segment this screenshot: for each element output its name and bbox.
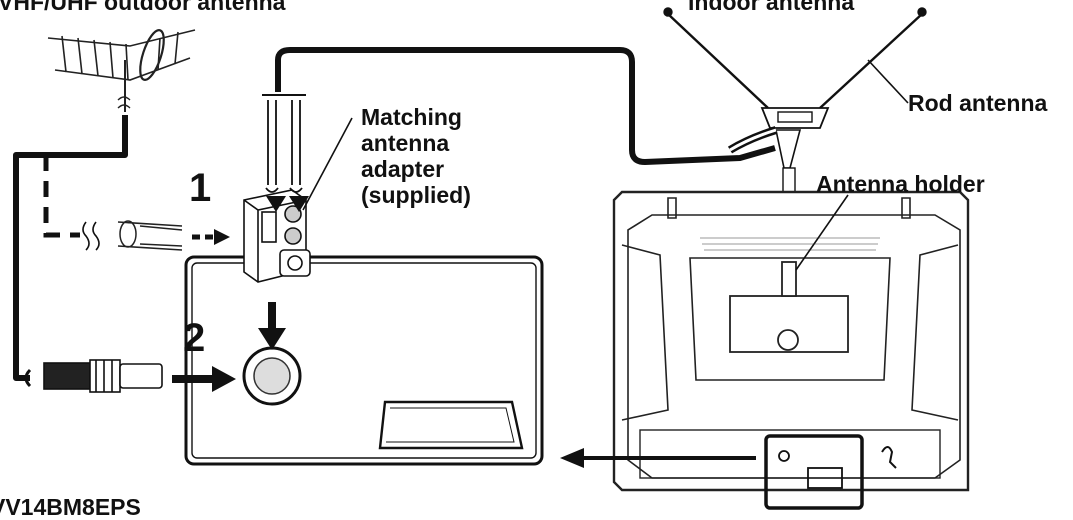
indoor-antenna-cable <box>275 47 776 165</box>
arrow-tv-to-panel <box>560 448 756 468</box>
step-1-label: 1 <box>189 166 212 210</box>
tv-terminal-highlight <box>764 434 897 510</box>
arrow-twin-lead-to-adapter <box>192 229 230 245</box>
matching-adapter-label: Matching antenna adapter (supplied) <box>361 104 471 208</box>
twin-lead-cable <box>117 220 183 251</box>
tv-rear-view <box>612 190 970 492</box>
adapter-leader-line <box>302 117 353 211</box>
rod-antenna-label: Rod antenna <box>908 90 1048 116</box>
outdoor-antenna-label: VHF/UHF outdoor antenna <box>0 0 286 15</box>
antenna-holder-label: Antenna holder <box>816 171 985 197</box>
antenna-holder-leader-line <box>795 194 849 271</box>
indoor-antenna-label: Indoor antenna <box>688 0 855 15</box>
arrow-plug-to-socket <box>172 366 236 392</box>
outdoor-cable <box>13 115 128 381</box>
rod-antenna-leader-line <box>867 59 909 104</box>
arrow-adapter-to-socket <box>258 302 286 350</box>
outdoor-antenna-icon <box>47 29 196 112</box>
arrows-fork-into-adapter <box>266 196 309 212</box>
model-number-label: VV14BM8EPS <box>0 494 141 520</box>
coax-plug-icon <box>24 359 163 393</box>
antenna-socket-icon <box>242 346 302 406</box>
adapter-fork-lead <box>262 94 306 193</box>
step-2-label: 2 <box>183 316 206 360</box>
tv-panel-detail <box>184 255 544 466</box>
indoor-antenna-icon <box>663 7 927 195</box>
